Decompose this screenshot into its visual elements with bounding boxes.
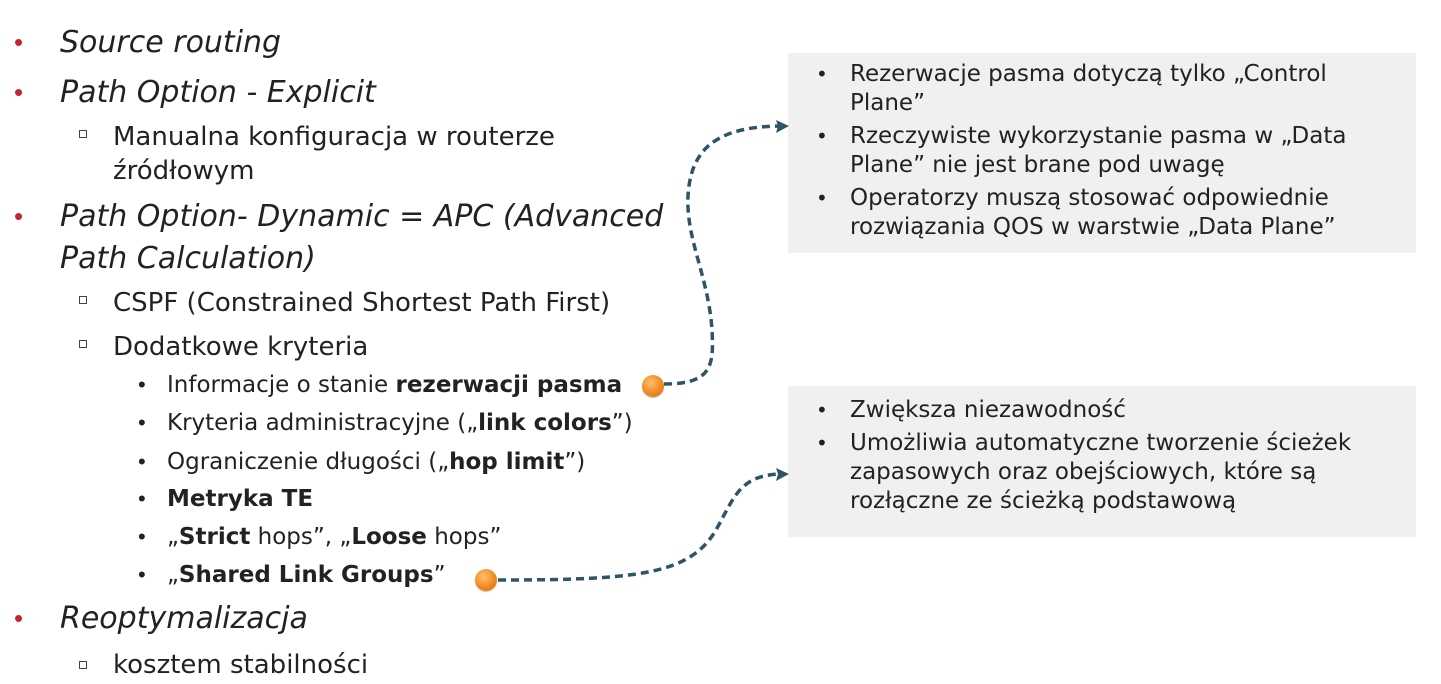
bullet-dot: • [816, 431, 828, 455]
criterion-bold: Loose [351, 524, 427, 550]
criterion-bandwidth: Informacje o stanie rezerwacji pasma [167, 370, 622, 400]
callout-line: Operatorzy muszą stosować odpowiednie [850, 185, 1329, 211]
bullet-dot: • [138, 486, 146, 511]
connector-line-top [663, 124, 785, 386]
callout-line: Rzeczywiste wykorzystanie pasma w „Data [850, 123, 1347, 149]
criterion-srlg: „Shared Link Groups” [167, 560, 445, 590]
callout-box-control-plane: • Rezerwacje pasma dotyczą tylko „Control… [788, 53, 1416, 253]
callout-box-reliability: • Zwiększa niezawodność • Umożliwia automa… [788, 386, 1416, 537]
bullet-dot: • [138, 449, 146, 474]
item-path-dynamic-2: Path Calculation) [60, 241, 316, 276]
criterion-text: ”) [611, 410, 633, 436]
criterion-te-metric: Metryka TE [167, 486, 314, 512]
callout-line: Plane” [850, 90, 925, 116]
callout-line: rozwiązania QOS w warstwie „Data Plane” [850, 214, 1336, 240]
criterion-text: Ograniczenie długości („ [167, 449, 450, 475]
bullet-red: • [14, 201, 24, 231]
callout-line: Plane” nie jest brane pod uwagę [850, 152, 1225, 178]
item-path-dynamic-1: Path Option- Dynamic = APC (Advanced [60, 199, 664, 234]
criterion-text: „ [167, 524, 179, 550]
bullet-dot: • [816, 186, 828, 210]
criterion-bold: rezerwacji pasma [395, 372, 623, 398]
callout-item: • Rezerwacje pasma dotyczą tylko „Control… [788, 60, 1416, 118]
item-path-explicit: Path Option - Explicit [60, 75, 376, 110]
bullet-red: • [14, 603, 24, 633]
callout-item: • Operatorzy muszą stosować odpowiednie ro… [788, 184, 1416, 242]
callout-line: Umożliwia automatyczne tworzenie ścieżek [850, 430, 1352, 456]
callout-line: rozłączne ze ścieżką podstawową [850, 488, 1237, 514]
item-manual-config-1: Manualna konfiguracja w routerze [113, 122, 555, 152]
criterion-text: Informacje o stanie [167, 372, 396, 398]
item-manual-config-2: źródłowym [113, 156, 255, 186]
bullet-square [79, 130, 87, 138]
orange-marker-icon [475, 569, 497, 591]
arrowhead-top [776, 120, 789, 133]
criterion-bold: link colors [478, 410, 612, 436]
bullet-dot: • [138, 562, 146, 587]
bullet-square [79, 661, 87, 669]
bullet-dot: • [138, 524, 146, 549]
callout-line: Zwiększa niezawodność [850, 397, 1126, 423]
criterion-bold: Shared Link Groups [178, 562, 434, 588]
criterion-text: hops”, „ [250, 524, 352, 550]
criterion-admin: Kryteria administracyjne („link colors”) [167, 408, 633, 438]
bullet-red: • [14, 77, 24, 107]
bullet-dot: • [816, 398, 828, 422]
item-reopt: Reoptymalizacja [60, 601, 308, 636]
criterion-text: ”) [564, 449, 586, 475]
item-source-routing: Source routing [60, 25, 282, 60]
criterion-text: ” [433, 562, 446, 588]
item-cspf: CSPF (Constrained Shortest Path First) [113, 288, 611, 318]
callout-item: • Umożliwia automatyczne tworzenie ścieże… [788, 429, 1416, 516]
bullet-dot: • [138, 372, 146, 397]
criterion-text: hops” [426, 524, 502, 550]
connector-line-bottom [497, 472, 785, 582]
bullet-red: • [14, 27, 24, 57]
item-extra-criteria: Dodatkowe kryteria [113, 332, 369, 362]
criterion-bold: Strict [178, 524, 251, 550]
bullet-square [79, 340, 87, 348]
arrowhead-bottom [776, 468, 789, 481]
bullet-dot: • [816, 124, 828, 148]
bullet-dot: • [138, 410, 146, 435]
criterion-text: Kryteria administracyjne („ [167, 410, 479, 436]
bullet-square [79, 296, 87, 304]
orange-marker-icon [642, 375, 664, 397]
criterion-text: „ [167, 562, 179, 588]
callout-line: Rezerwacje pasma dotyczą tylko „Control [850, 61, 1327, 87]
callout-item: • Rzeczywiste wykorzystanie pasma w „Data… [788, 122, 1416, 180]
criterion-hops: „Strict hops”, „Loose hops” [167, 522, 501, 552]
criterion-length: Ograniczenie długości („hop limit”) [167, 447, 585, 477]
item-stability: kosztem stabilności [113, 650, 369, 680]
callout-line: zapasowych oraz obejściowych, które są [850, 459, 1317, 485]
bullet-dot: • [816, 62, 828, 86]
callout-item: • Zwiększa niezawodność [788, 396, 1416, 425]
criterion-bold: hop limit [449, 449, 565, 475]
